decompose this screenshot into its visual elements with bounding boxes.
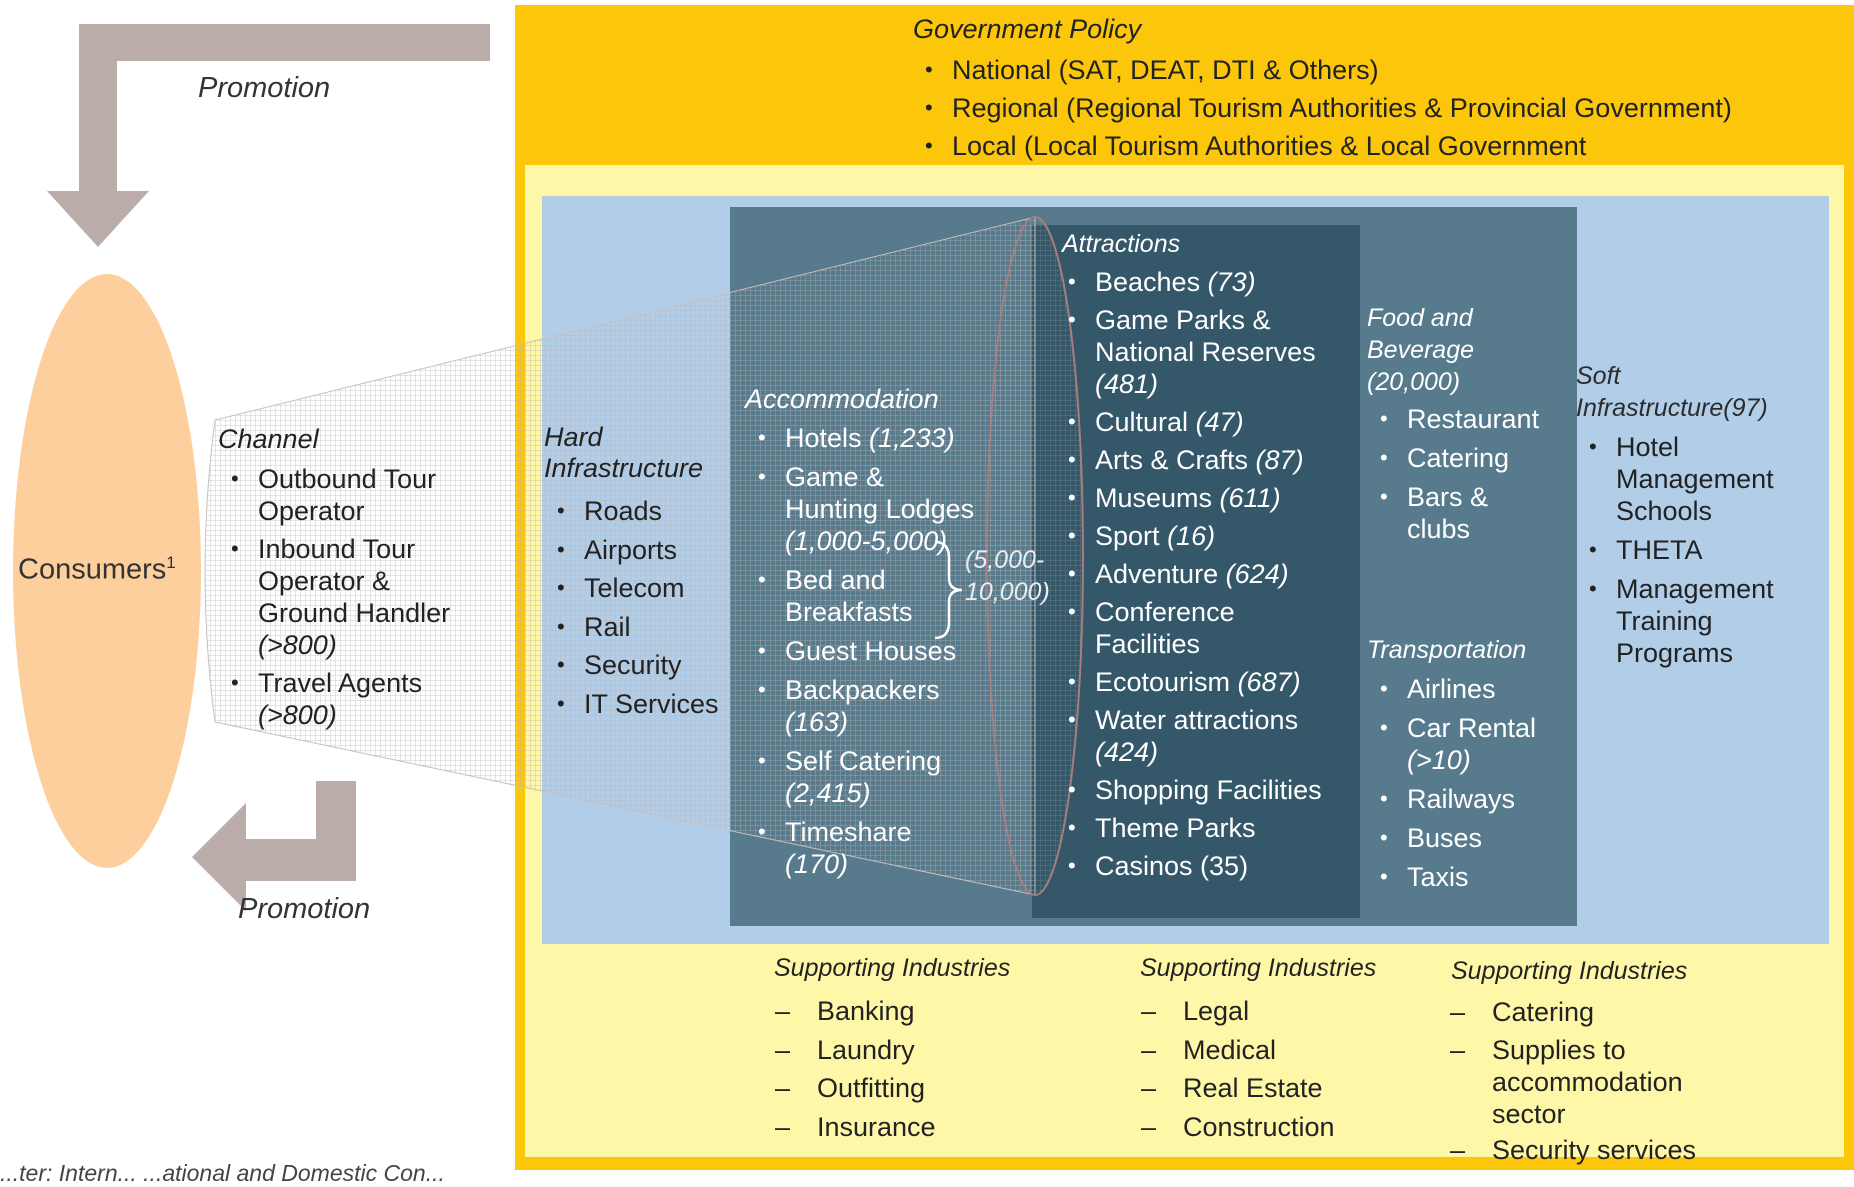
supporting-industries-list-1: Banking Laundry Outfitting Insurance (775, 992, 936, 1146)
soft-infrastructure-list: Hotel Management Schools THETA Managemen… (1583, 431, 1803, 669)
list-item: Airports (551, 531, 719, 570)
consumers-label: Consumers1 (18, 553, 176, 587)
list-item: Legal (1141, 992, 1335, 1031)
list-item: Security (551, 646, 719, 685)
list-item: Local (Local Tourism Authorities & Local… (919, 127, 1732, 165)
list-item: Travel Agents(>800) (225, 667, 465, 731)
supporting-industries-list-3: Catering Supplies to accommodation secto… (1450, 994, 1750, 1168)
list-item: THETA (1583, 534, 1803, 566)
list-item: Cultural (47) (1062, 406, 1352, 438)
government-policy-list: National (SAT, DEAT, DTI & Others) Regio… (919, 51, 1732, 165)
list-item: Inbound Tour Operator & Ground Handler(>… (225, 533, 465, 661)
footnote: ...ter: Intern... ...ational and Domesti… (0, 1160, 445, 1186)
list-item: Casinos (35) (1062, 850, 1352, 882)
list-item: Backpackers (163) (752, 674, 955, 738)
accommodation-list: Hotels (1,233) Game & Hunting Lodges (1,… (752, 422, 982, 880)
food-beverage-title: Food and Beverage (20,000) (1367, 304, 1475, 396)
list-item: Real Estate (1141, 1069, 1335, 1108)
list-item: Adventure (624) (1062, 558, 1352, 590)
list-item: Timeshare (170) (752, 816, 982, 880)
promotion-arrow-bottom (192, 781, 356, 911)
attractions-list: Beaches (73) Game Parks & National Reser… (1062, 266, 1352, 882)
list-item: Security services (1450, 1132, 1750, 1168)
list-item: Insurance (775, 1108, 936, 1147)
list-item: Shopping Facilities (1062, 774, 1352, 806)
list-item: National (SAT, DEAT, DTI & Others) (919, 51, 1732, 89)
hard-infrastructure-list: Roads Airports Telecom Rail Security IT … (551, 492, 719, 723)
list-item: Hotels (1,233) (752, 422, 982, 454)
transportation-list: Airlines Car Rental(>10) Railways Buses … (1374, 673, 1554, 893)
list-item: Catering (1450, 994, 1750, 1030)
promotion-arrow-top (47, 24, 490, 247)
list-item: Ecotourism (687) (1062, 666, 1352, 698)
list-item: Management Training Programs (1583, 573, 1803, 669)
list-item: Sport (16) (1062, 520, 1352, 552)
hard-infrastructure-title: Hard Infrastructure (544, 422, 704, 483)
transportation-title: Transportation (1367, 636, 1527, 664)
list-item: Water attractions (424) (1062, 704, 1325, 768)
list-item: Taxis (1374, 861, 1554, 893)
list-item: Bars & clubs (1374, 481, 1507, 545)
list-item: Banking (775, 992, 936, 1031)
list-item: Museums (611) (1062, 482, 1352, 514)
list-item: Rail (551, 608, 719, 647)
list-item: Medical (1141, 1031, 1335, 1070)
list-item: Bed and Breakfasts (752, 564, 935, 628)
supporting-industries-title-1: Supporting Industries (774, 954, 1011, 982)
list-item: Airlines (1374, 673, 1554, 705)
accommodation-bracket-count: (5,000-10,000) (965, 546, 1050, 606)
soft-infrastructure-title: Soft Infrastructure(97) (1576, 362, 1768, 422)
supporting-industries-title-3: Supporting Industries (1451, 957, 1688, 985)
list-item: Car Rental(>10) (1374, 712, 1554, 776)
list-item: Roads (551, 492, 719, 531)
list-item: Railways (1374, 783, 1554, 815)
list-item: Buses (1374, 822, 1554, 854)
list-item: Telecom (551, 569, 719, 608)
consumers-text: Consumers (18, 553, 167, 586)
list-item: Supplies to accommodation sector (1450, 1034, 1750, 1130)
list-item: Conference Facilities (1062, 596, 1265, 660)
list-item: Restaurant (1374, 403, 1539, 435)
funnel-mouth (986, 216, 1084, 896)
food-beverage-list: Restaurant Catering Bars & clubs (1374, 403, 1539, 545)
promotion-label-top: Promotion (198, 72, 331, 104)
accommodation-title: Accommodation (745, 384, 939, 414)
list-item: Hotel Management Schools (1583, 431, 1803, 527)
list-item: Catering (1374, 442, 1534, 474)
list-item: Self Catering (2,415) (752, 745, 955, 809)
channel-list: Outbound Tour Operator Inbound Tour Oper… (225, 463, 465, 731)
list-item: Outfitting (775, 1069, 936, 1108)
list-item: IT Services (551, 685, 719, 724)
consumers-ellipse (13, 274, 201, 868)
list-item: Game & Hunting Lodges (1,000-5,000) (752, 461, 982, 557)
government-policy-title: Government Policy (913, 14, 1142, 44)
list-item: Theme Parks (1062, 812, 1352, 844)
promotion-label-bottom: Promotion (238, 893, 371, 925)
list-item: Regional (Regional Tourism Authorities &… (919, 89, 1732, 127)
list-item: Game Parks & National Reserves (481) (1062, 304, 1352, 400)
list-item: Guest Houses (752, 635, 982, 667)
supporting-industries-list-2: Legal Medical Real Estate Construction (1141, 992, 1335, 1146)
channel-title: Channel (218, 424, 319, 454)
list-item: Laundry (775, 1031, 936, 1070)
list-item: Construction (1141, 1108, 1335, 1147)
list-item: Beaches (73) (1062, 266, 1352, 298)
supporting-industries-title-2: Supporting Industries (1140, 954, 1377, 982)
list-item: Arts & Crafts (87) (1062, 444, 1352, 476)
consumers-footnote-marker: 1 (166, 553, 176, 572)
attractions-title: Attractions (1062, 230, 1181, 258)
list-item: Outbound Tour Operator (225, 463, 465, 527)
